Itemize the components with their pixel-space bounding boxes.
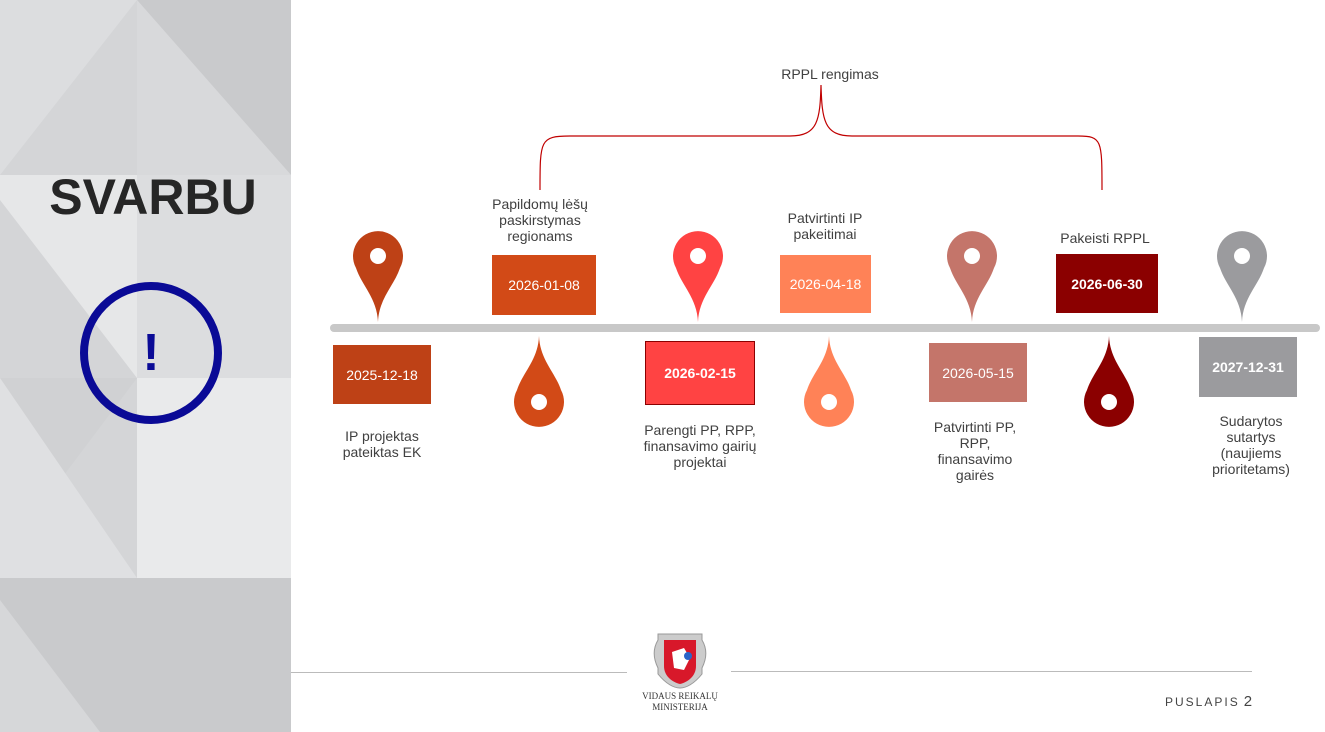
- milestone-date-box: 2026-01-08: [492, 255, 596, 315]
- milestone-label: Patvirtinti PP, RPP, finansavimo gairės: [933, 419, 1017, 483]
- map-pin-icon: [947, 231, 997, 322]
- decorative-side-panel: [0, 0, 291, 732]
- page-number: 2: [1243, 693, 1253, 710]
- page-label: PUSLAPIS: [1165, 695, 1240, 709]
- milestone-date-box: 2026-05-15: [929, 343, 1027, 402]
- ministry-name: VIDAUS REIKALŲ MINISTERIJA: [630, 691, 730, 713]
- milestone-label: IP projektas pateiktas EK: [342, 428, 422, 460]
- page-title: SVARBU: [49, 169, 257, 225]
- warning-icon: !: [80, 282, 222, 424]
- curly-brace: [539, 84, 1103, 191]
- drop-pin-icon: [804, 336, 854, 427]
- coat-of-arms-logo: [653, 633, 707, 689]
- map-pin-icon: [353, 231, 403, 322]
- milestone-date-box: 2026-02-15: [645, 341, 755, 405]
- milestone-label: Patvirtinti IP pakeitimai: [787, 210, 863, 242]
- milestone-date-box: 2026-04-18: [780, 255, 871, 313]
- footer-divider: [291, 672, 627, 673]
- milestone-date-box: 2026-06-30: [1056, 254, 1158, 313]
- timeline-axis: [330, 324, 1320, 332]
- milestone-label: Papildomų lėšų paskirstymas regionams: [492, 196, 588, 244]
- map-pin-icon: [673, 231, 723, 322]
- drop-pin-icon: [514, 336, 564, 427]
- milestone-date-box: 2027-12-31: [1199, 337, 1297, 397]
- milestone-label: Sudarytos sutartys (naujiems prioritetam…: [1212, 413, 1290, 477]
- milestone-label: Pakeisti RPPL: [1060, 230, 1150, 246]
- milestone-date-box: 2025-12-18: [333, 345, 431, 404]
- brace-label: RPPL rengimas: [781, 66, 879, 82]
- footer-divider: [731, 671, 1252, 672]
- milestone-label: Parengti PP, RPP, finansavimo gairių pro…: [643, 422, 757, 470]
- ministry-line-1: VIDAUS REIKALŲ: [642, 691, 718, 701]
- warning-symbol: !: [142, 324, 160, 382]
- drop-pin-icon: [1084, 336, 1134, 427]
- map-pin-icon: [1217, 231, 1267, 322]
- ministry-line-2: MINISTERIJA: [652, 702, 708, 712]
